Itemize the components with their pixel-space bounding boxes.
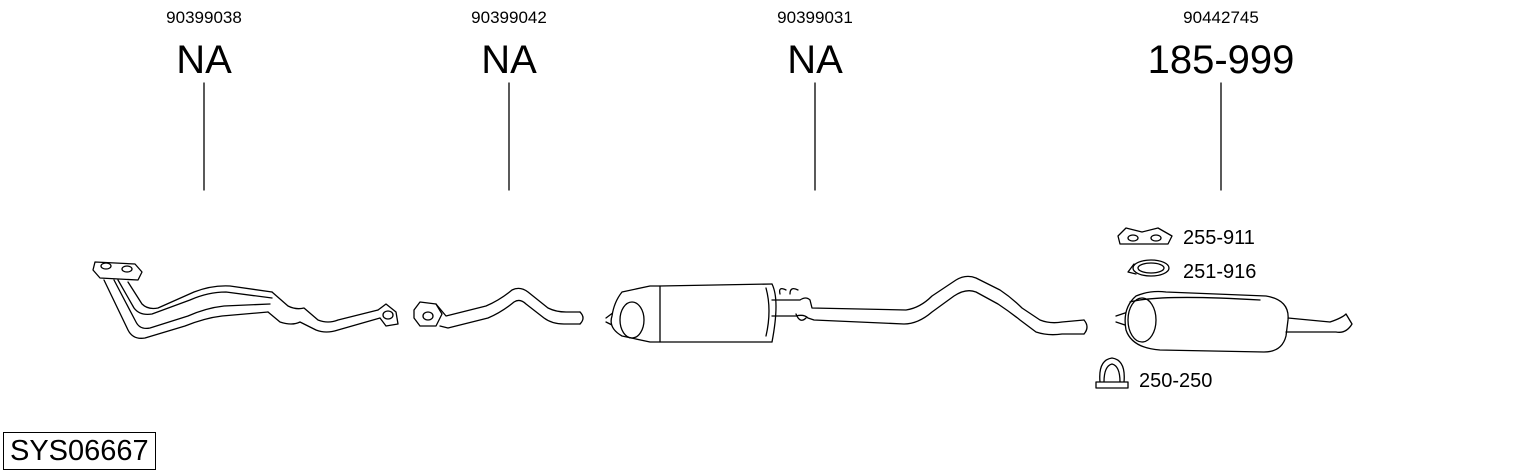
part-4-oe-number: 90442745 — [1183, 8, 1259, 27]
part-1-oe-number: 90399038 — [166, 8, 242, 27]
part-2-oe-number: 90399042 — [471, 8, 547, 27]
part-4-code: 185-999 — [1147, 38, 1295, 82]
part-3-code: NA — [787, 38, 843, 82]
accessory-clamp-label: 251-916 — [1183, 261, 1257, 283]
accessory-u-clamp-label: 250-250 — [1139, 370, 1213, 392]
system-id-box: SYS06667 — [3, 432, 156, 470]
intermediate-pipe-drawing — [413, 287, 584, 329]
part-3-oe-number: 90399031 — [777, 8, 853, 27]
part-1-code: NA — [176, 38, 232, 82]
part-2-code: NA — [481, 38, 537, 82]
clamp-icon — [1127, 259, 1170, 277]
u-clamp-icon — [1095, 357, 1129, 389]
centre-silencer-drawing — [605, 275, 1088, 343]
rear-silencer-drawing — [1115, 290, 1353, 353]
front-pipe-drawing — [92, 261, 399, 339]
accessory-gasket-label: 255-911 — [1183, 227, 1255, 249]
gasket-icon — [1117, 227, 1173, 245]
